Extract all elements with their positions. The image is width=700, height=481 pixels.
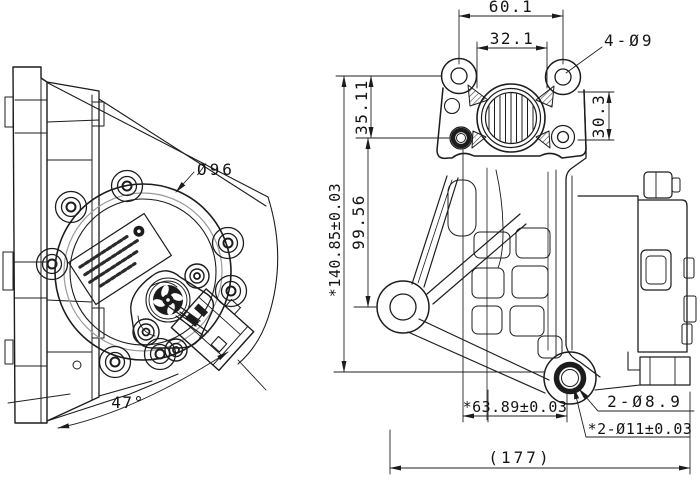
dim-locating-span: *63.89±0.03	[463, 398, 568, 416]
locating-hole-flange	[449, 126, 473, 150]
dim-hole-drop: 35.11	[352, 79, 371, 135]
product-label	[68, 212, 172, 306]
impeller	[145, 277, 191, 323]
truss-bracket	[376, 167, 597, 421]
dim-flange-holes: 4-Ø9	[604, 31, 655, 50]
dim-top-hole-span: 60.1	[489, 0, 534, 16]
inlet-flange	[436, 57, 587, 160]
front-view	[376, 57, 697, 421]
connector	[167, 288, 267, 391]
bracket-plate	[2, 66, 105, 424]
left-mount-boss	[376, 280, 430, 334]
rotor-housing	[130, 263, 215, 362]
dim-port-height: 30.3	[589, 94, 608, 139]
gusset-lines	[46, 82, 279, 422]
dimension-texts: 60.1 32.1 4-Ø9 35.11 99.56 *140.85±0.03 …	[111, 0, 692, 467]
bottom-locating-boss	[543, 351, 597, 405]
motor-housing	[565, 89, 697, 391]
dimension-lines	[341, 13, 691, 471]
side-view	[2, 66, 279, 424]
dim-locating-holes: *2-Ø11±0.03	[588, 420, 693, 438]
dim-through-holes: 2-Ø8.9	[607, 392, 683, 411]
dim-overall-height: *140.85±0.03	[326, 183, 344, 297]
dim-cover-diameter: Ø96	[197, 160, 235, 179]
dim-inner-span: 32.1	[490, 29, 535, 48]
dimensions: 60.1 32.1 4-Ø9 35.11 99.56 *140.85±0.03 …	[7, 0, 695, 475]
dim-overall-width: (177)	[488, 448, 551, 467]
inlet-port	[476, 83, 546, 153]
cover-bolt-bosses	[35, 169, 248, 379]
dim-boss-drop: 99.56	[349, 194, 368, 250]
dim-connector-angle: 47°	[111, 393, 144, 412]
leader-lines	[7, 46, 695, 438]
